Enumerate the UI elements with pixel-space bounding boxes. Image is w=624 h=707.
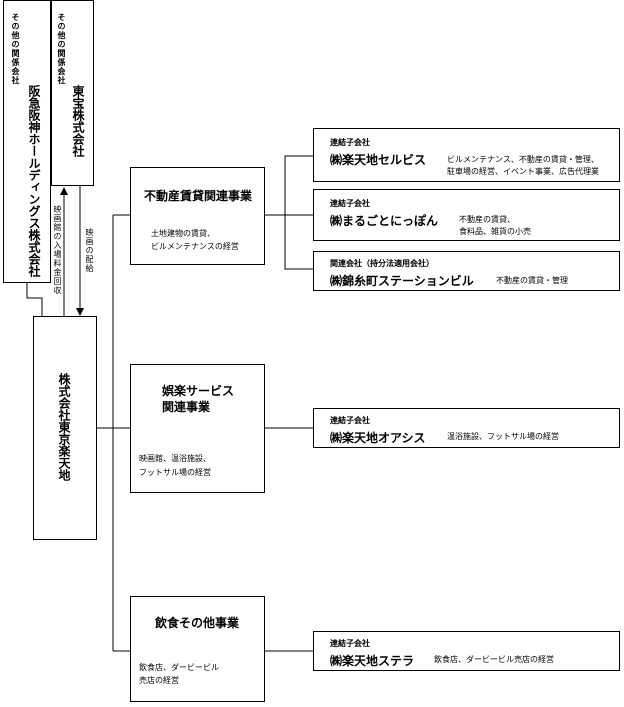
- connector-sub-branch: [284, 155, 313, 270]
- subsidiary-marugoto: 連結子会社 ㈱まるごとにっぽん 不動産の賃貸、 食料品、雑貨の小売: [313, 189, 620, 241]
- parent-hankyu-name: 阪急阪神ホールディングス株式会社: [27, 85, 41, 277]
- subsidiary-stella: 連結子会社 ㈱楽天地ステラ 飲食店、ダービービル売店の経営: [313, 631, 620, 671]
- subsidiary-marugoto-desc-2: 食料品、雑貨の小売: [459, 227, 531, 236]
- connector-hankyu-center: [26, 283, 43, 316]
- subsidiary-oasis-desc-1: 温浴施設、フットサル場の経営: [447, 432, 559, 441]
- subsidiary-stella-desc-1: 飲食店、ダービービル売店の経営: [434, 655, 554, 664]
- subsidiary-marugoto-desc-1: 不動産の賃貸、: [459, 215, 515, 224]
- segment-food-title: 飲食その他事業: [155, 616, 240, 630]
- subsidiary-serubisu-type: 連結子会社: [330, 138, 370, 147]
- parent-toho-box: その他の関係会社 東宝株式会社: [51, 0, 94, 186]
- subsidiary-kinshicho: 関連会社（持分法適用会社） ㈱錦糸町ステーションビル 不動産の賃貸・管理: [313, 251, 620, 291]
- subsidiary-serubisu-desc-1: ビルメンテナンス、不動産の賃貸・管理、: [447, 155, 599, 164]
- segment-real-estate-title: 不動産賃貸関連事業: [144, 189, 253, 203]
- segment-entertainment-desc-2: フットサル場の経営: [139, 468, 211, 477]
- subsidiary-kinshicho-desc-1: 不動産の賃貸・管理: [496, 276, 568, 285]
- parent-hankyu-type: その他の関係会社: [11, 13, 20, 85]
- subsidiary-stella-name: ㈱楽天地ステラ: [330, 654, 415, 668]
- segment-real-estate-desc-2: ビルメンテナンスの経営: [151, 242, 239, 251]
- flow-down-label: 映画の配給: [85, 228, 94, 273]
- segment-entertainment-title-2: 関連事業: [162, 400, 211, 414]
- subsidiary-marugoto-name: ㈱まるごとにっぽん: [330, 214, 439, 228]
- parent-toho-name: 東宝株式会社: [71, 85, 85, 157]
- center-company-name: 株式会社東京楽天地: [57, 373, 71, 481]
- flow-up-label: 映画館の入場料金回収: [53, 205, 62, 295]
- subsidiary-oasis-type: 連結子会社: [330, 416, 370, 425]
- subsidiary-serubisu-desc-2: 駐車場の経営、イベント事業、広告代理業: [447, 167, 599, 176]
- subsidiary-serubisu-name: ㈱楽天地セルビス: [330, 153, 427, 167]
- segment-real-estate-desc-1: 土地建物の賃貸、: [151, 229, 215, 238]
- subsidiary-oasis-name: ㈱楽天地オアシス: [330, 431, 426, 445]
- parent-toho-type: その他の関係会社: [57, 13, 66, 85]
- segment-food-desc-2: 売店の経営: [139, 676, 179, 685]
- subsidiary-oasis: 連結子会社 ㈱楽天地オアシス 温浴施設、フットサル場の経営: [313, 408, 620, 448]
- segment-real-estate: 不動産賃貸関連事業 土地建物の賃貸、 ビルメンテナンスの経営: [130, 167, 265, 265]
- center-company-box: 株式会社東京楽天地: [33, 316, 97, 540]
- segment-entertainment: 娯楽サービス 関連事業 映画館、温浴施設、 フットサル場の経営: [130, 364, 265, 493]
- segment-food: 飲食その他事業 飲食店、ダービービル 売店の経営: [130, 596, 265, 702]
- parent-hankyu-box: その他の関係会社 阪急阪神ホールディングス株式会社: [3, 0, 51, 283]
- segment-entertainment-desc-1: 映画館、温浴施設、: [139, 454, 211, 463]
- subsidiary-kinshicho-name: ㈱錦糸町ステーションビル: [330, 274, 474, 288]
- subsidiary-stella-type: 連結子会社: [330, 639, 370, 648]
- subsidiary-serubisu: 連結子会社 ㈱楽天地セルビス ビルメンテナンス、不動産の賃貸・管理、 駐車場の経…: [313, 128, 620, 182]
- subsidiary-marugoto-type: 連結子会社: [330, 199, 370, 208]
- arrow-down-head: [76, 308, 84, 316]
- arrow-up-head: [60, 187, 68, 195]
- subsidiary-kinshicho-type: 関連会社（持分法適用会社）: [330, 259, 434, 268]
- segment-food-desc-1: 飲食店、ダービービル: [139, 663, 219, 672]
- segment-entertainment-title-1: 娯楽サービス: [162, 384, 235, 398]
